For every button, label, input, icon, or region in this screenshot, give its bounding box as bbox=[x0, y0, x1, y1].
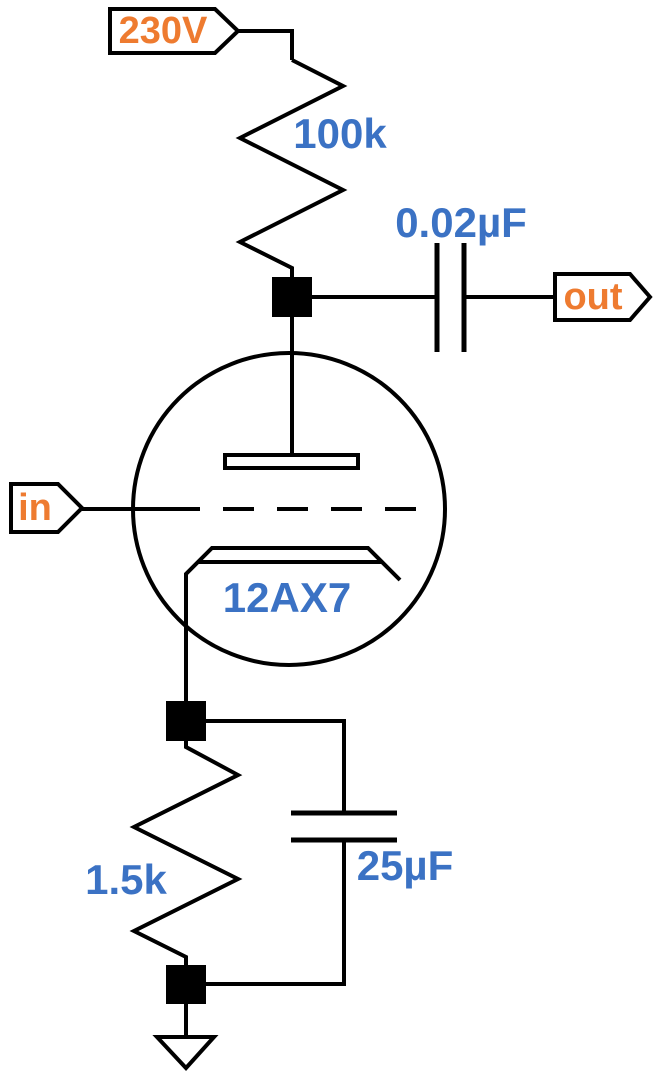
cathode-resistor-symbol bbox=[129, 741, 243, 965]
supply-tag-shape bbox=[108, 7, 241, 55]
junction-node-plate bbox=[272, 277, 312, 317]
cathode-top-line bbox=[184, 546, 402, 701]
coupling-capacitor-symbol bbox=[434, 243, 467, 352]
bypass-capacitor-symbol bbox=[291, 810, 397, 843]
bypass-capacitor-value-label: 25µF bbox=[356, 842, 454, 889]
bypass-to-ground-wire bbox=[206, 842, 346, 986]
coupling-capacitor-value-label: 0.02µF bbox=[395, 199, 527, 246]
cathode-resistor-value-label: 1.5k bbox=[85, 856, 167, 903]
triode-type-label: 12AX7 bbox=[222, 574, 352, 621]
ground-symbol bbox=[152, 1035, 219, 1071]
junction-node-cathode bbox=[166, 701, 206, 741]
anode-plate-symbol bbox=[223, 453, 360, 470]
supply-tag-label: 230V bbox=[118, 10, 208, 52]
plate-resistor-value-label: 100k bbox=[293, 110, 387, 157]
output-tag-label: out bbox=[563, 276, 623, 318]
cathode-to-bypass-wire bbox=[206, 719, 346, 811]
cathode-symbol bbox=[184, 546, 402, 701]
input-tag-shape bbox=[9, 482, 85, 534]
plate-resistor-symbol bbox=[235, 58, 348, 285]
output-tag-shape bbox=[553, 272, 653, 322]
supply-wire bbox=[238, 29, 294, 60]
input-tag-label: in bbox=[18, 487, 52, 529]
junction-node-ground bbox=[166, 965, 206, 1004]
